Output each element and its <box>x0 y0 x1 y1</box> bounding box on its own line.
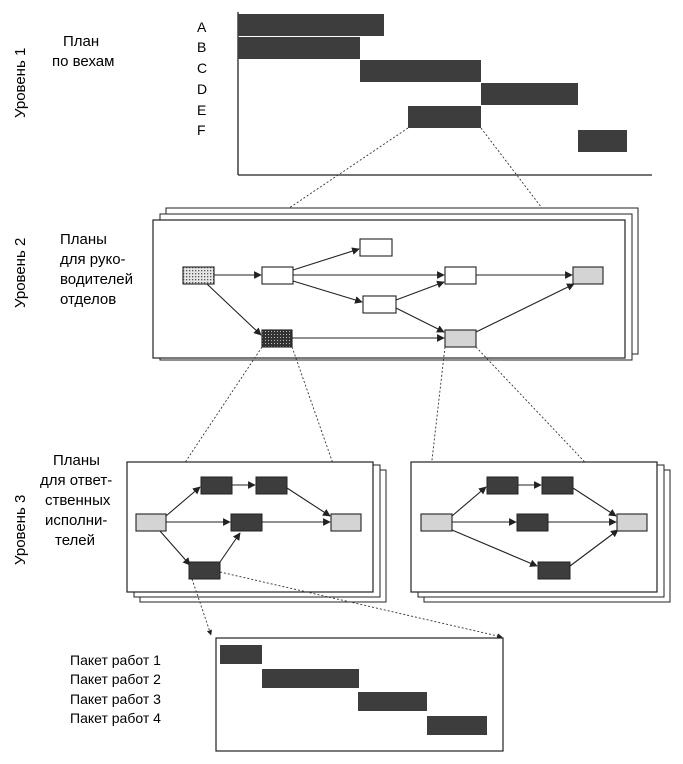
executor-left-edges <box>159 481 331 566</box>
exec-right-node-c <box>516 513 549 532</box>
exec-left-node-start <box>135 513 167 532</box>
executor-plans-title-line5: телей <box>55 532 95 549</box>
department-plans-title-line2: для руко- <box>60 251 126 268</box>
exec-left-node-c <box>230 513 263 532</box>
dept-node-start <box>182 266 215 285</box>
executor-plans-title-line4: исполни- <box>45 512 107 529</box>
department-plans-title-line1: Планы <box>60 231 107 248</box>
gantt-bar-a <box>238 14 384 36</box>
exec-right-node-a <box>486 476 519 495</box>
gantt-bar-f <box>578 130 627 152</box>
executor-right-edges <box>451 481 619 567</box>
work-package-bar-3 <box>358 692 427 711</box>
level-3-label: Уровень 3 <box>12 495 29 565</box>
dept-node-top <box>359 238 393 257</box>
level-2-label: Уровень 2 <box>12 238 29 308</box>
department-network-edges <box>206 247 575 342</box>
work-package-label-4: Пакет работ 4 <box>70 710 161 726</box>
dept-node-2 <box>261 266 294 285</box>
work-package-label-3: Пакет работ 3 <box>70 691 161 707</box>
dept-node-center <box>362 295 397 314</box>
exec-right-node-start <box>420 513 453 532</box>
gantt-bar-e <box>408 106 481 128</box>
work-package-label-2: Пакет работ 2 <box>70 671 161 687</box>
exec-left-node-d <box>188 561 221 580</box>
gantt-row-labels: A B C D E F <box>197 19 207 138</box>
exec-right-node-b <box>541 476 574 495</box>
gantt-row-label-d: D <box>197 81 207 97</box>
dept-node-end <box>572 266 604 285</box>
dept-node-hatched <box>261 329 293 348</box>
exec-right-node-d <box>537 561 571 580</box>
work-package-gantt <box>215 637 504 752</box>
work-package-labels: Пакет работ 1 Пакет работ 2 Пакет работ … <box>70 652 161 726</box>
exec-left-node-end <box>330 513 362 532</box>
department-plans-title-line3: водителей <box>60 271 133 288</box>
dept-node-bottom-right <box>444 329 477 348</box>
gantt-row-label-b: B <box>197 39 206 55</box>
gantt-row-label-c: C <box>197 60 207 76</box>
department-plans-title-line4: отделов <box>60 291 116 308</box>
executor-plans-title-line2: для ответ- <box>40 472 112 489</box>
work-package-bar-4 <box>427 716 487 735</box>
work-package-label-1: Пакет работ 1 <box>70 652 161 668</box>
executor-plans-title-line3: ственных <box>45 492 111 509</box>
level-1-label: Уровень 1 <box>12 48 29 118</box>
dotted-links-level3-packages <box>191 571 503 639</box>
exec-left-node-a <box>200 476 233 495</box>
milestone-plan-title-line2: по вехам <box>52 53 114 70</box>
executor-network-right <box>410 461 671 603</box>
exec-right-node-end <box>616 513 648 532</box>
gantt-bar-b <box>238 37 360 59</box>
gantt-bar-c <box>360 60 481 82</box>
work-package-bar-1 <box>220 645 262 664</box>
executor-network-left <box>126 461 387 603</box>
milestone-gantt-chart <box>237 12 652 176</box>
work-package-bar-2 <box>262 669 359 688</box>
gantt-row-label-e: E <box>197 102 206 118</box>
executor-plans-title-line1: Планы <box>53 452 100 469</box>
gantt-row-label-a: A <box>197 19 207 35</box>
dept-node-middle <box>444 266 477 285</box>
gantt-row-label-f: F <box>197 122 206 138</box>
exec-left-node-b <box>255 476 288 495</box>
milestone-plan-title-line1: План <box>63 33 99 50</box>
department-network-stack <box>152 207 639 361</box>
gantt-bar-d <box>481 83 578 105</box>
